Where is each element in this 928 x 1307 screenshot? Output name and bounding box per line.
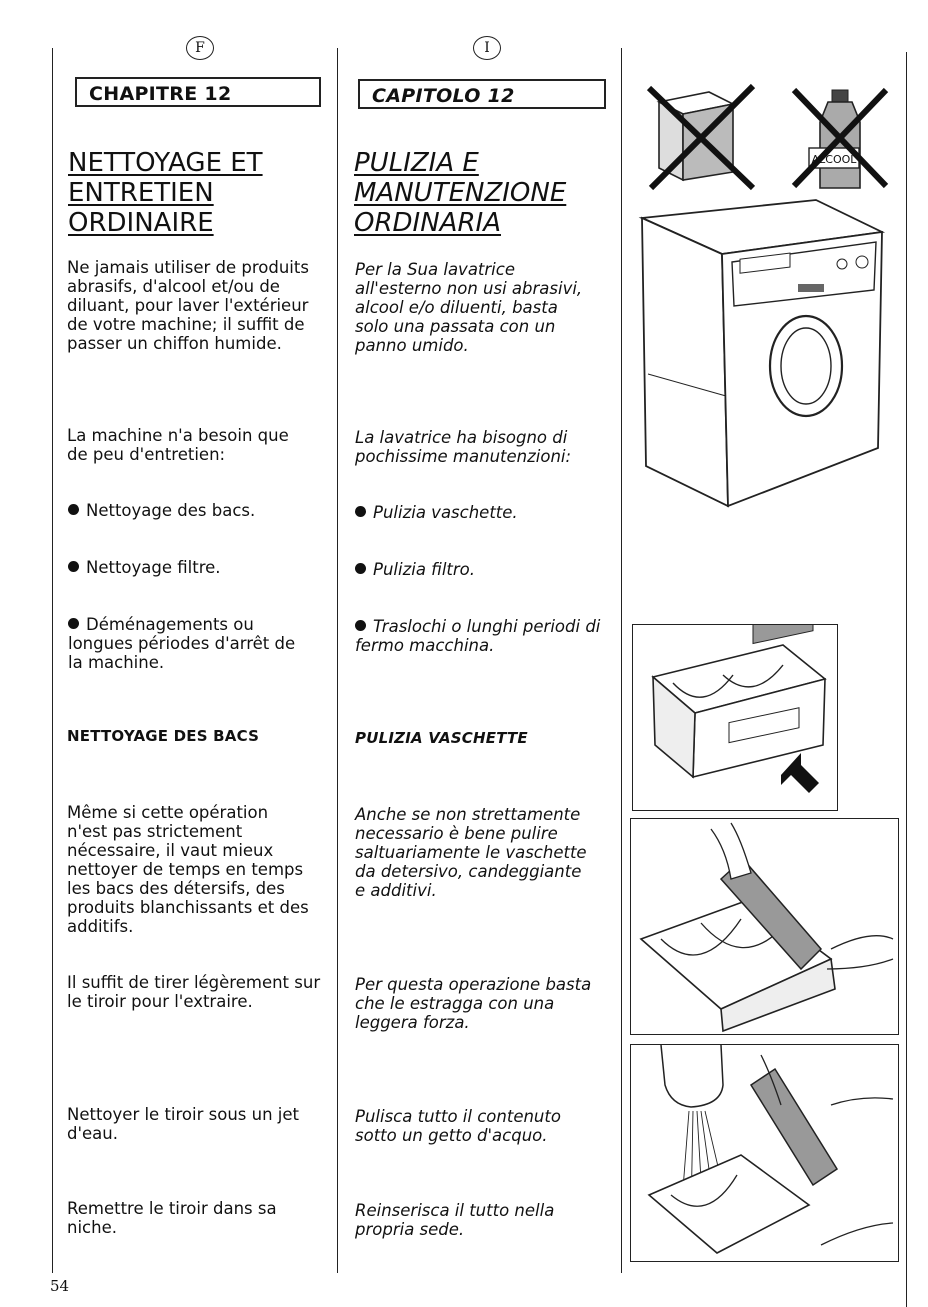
column-divider-middle [337,48,338,1273]
bullet-item-french: Déménagements ou longues périodes d'arrê… [68,615,296,672]
bullet-dot [355,506,366,517]
bullet-item-french: Nettoyage filtre. [68,558,221,577]
bullet-dot [68,561,79,572]
drawer-extraction-illustration [651,610,827,793]
bullet-dot [68,504,79,515]
bullet-dot [355,620,366,631]
column-divider-right [621,48,622,1273]
drawer-rinse-illustration [647,1044,894,1254]
drawer-lift-illustration [639,822,894,1033]
section-title-italian: PULIZIA E MANUTENZIONE ORDINARIA [354,148,567,238]
section-title-french: NETTOYAGE ET ENTRETIEN ORDINAIRE [68,148,263,238]
language-mark-italian: I [473,36,501,60]
subheading-french: NETTOYAGE DES BACS [67,727,260,745]
subheading-italian: PULIZIA VASCHETTE [355,729,528,747]
no-abrasive-powder-icon [646,83,756,191]
drawer-lift-frame [630,818,899,1035]
column-divider-left [52,48,53,1273]
drawer-rinse-frame [630,1044,899,1262]
language-mark-french: F [186,36,214,60]
drawer-extraction-frame [632,610,838,811]
bullet-item-italian: Traslochi o lunghi periodi di fermo macc… [355,617,601,655]
page-number: 54 [50,1277,70,1295]
washing-machine-illustration [638,199,886,508]
bullet-item-french: Nettoyage des bacs. [68,501,255,520]
bullet-dot [68,618,79,629]
chapter-heading-italian: CAPITOLO 12 [358,79,606,109]
page-edge-rule [906,52,907,1307]
no-alcohol-icon: ALCOOL [791,87,889,189]
bullet-dot [355,563,366,574]
chapter-heading-french: CHAPITRE 12 [75,77,321,107]
bullet-item-italian: Pulizia vaschette. [355,503,518,522]
bullet-item-italian: Pulizia filtro. [355,560,475,579]
